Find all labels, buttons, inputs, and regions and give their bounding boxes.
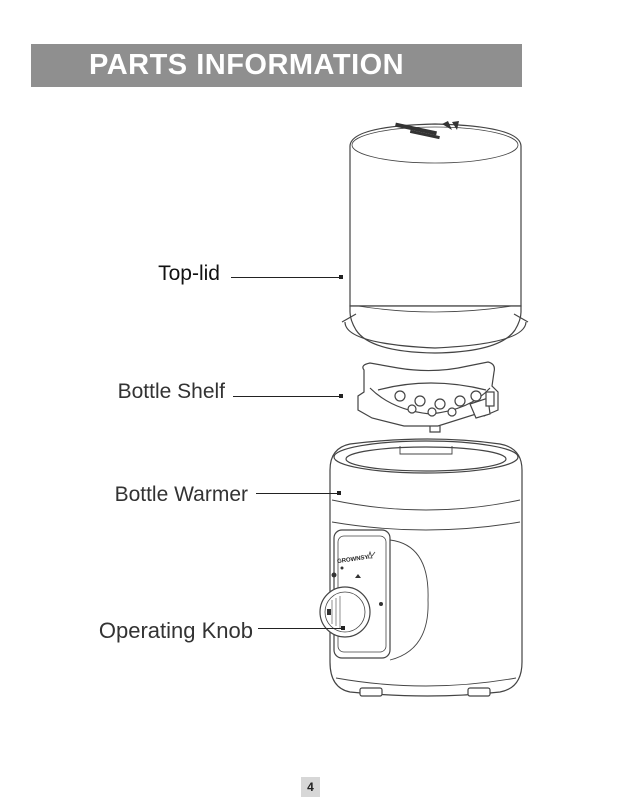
page-number: 4 — [301, 777, 320, 797]
bottle-shelf-drawing — [358, 362, 498, 432]
label-operating-knob: Operating Knob — [99, 618, 253, 644]
top-lid-drawing — [342, 124, 528, 353]
leader-line-operating-knob — [258, 628, 343, 629]
leader-line-bottle-shelf — [233, 396, 341, 397]
leader-line-top-lid — [231, 277, 341, 278]
label-bottle-warmer: Bottle Warmer — [115, 483, 248, 507]
label-bottle-shelf: Bottle Shelf — [118, 380, 225, 404]
leader-line-bottle-warmer — [256, 493, 339, 494]
label-top-lid: Top-lid — [158, 262, 220, 286]
bottle-warmer-drawing — [330, 439, 522, 696]
